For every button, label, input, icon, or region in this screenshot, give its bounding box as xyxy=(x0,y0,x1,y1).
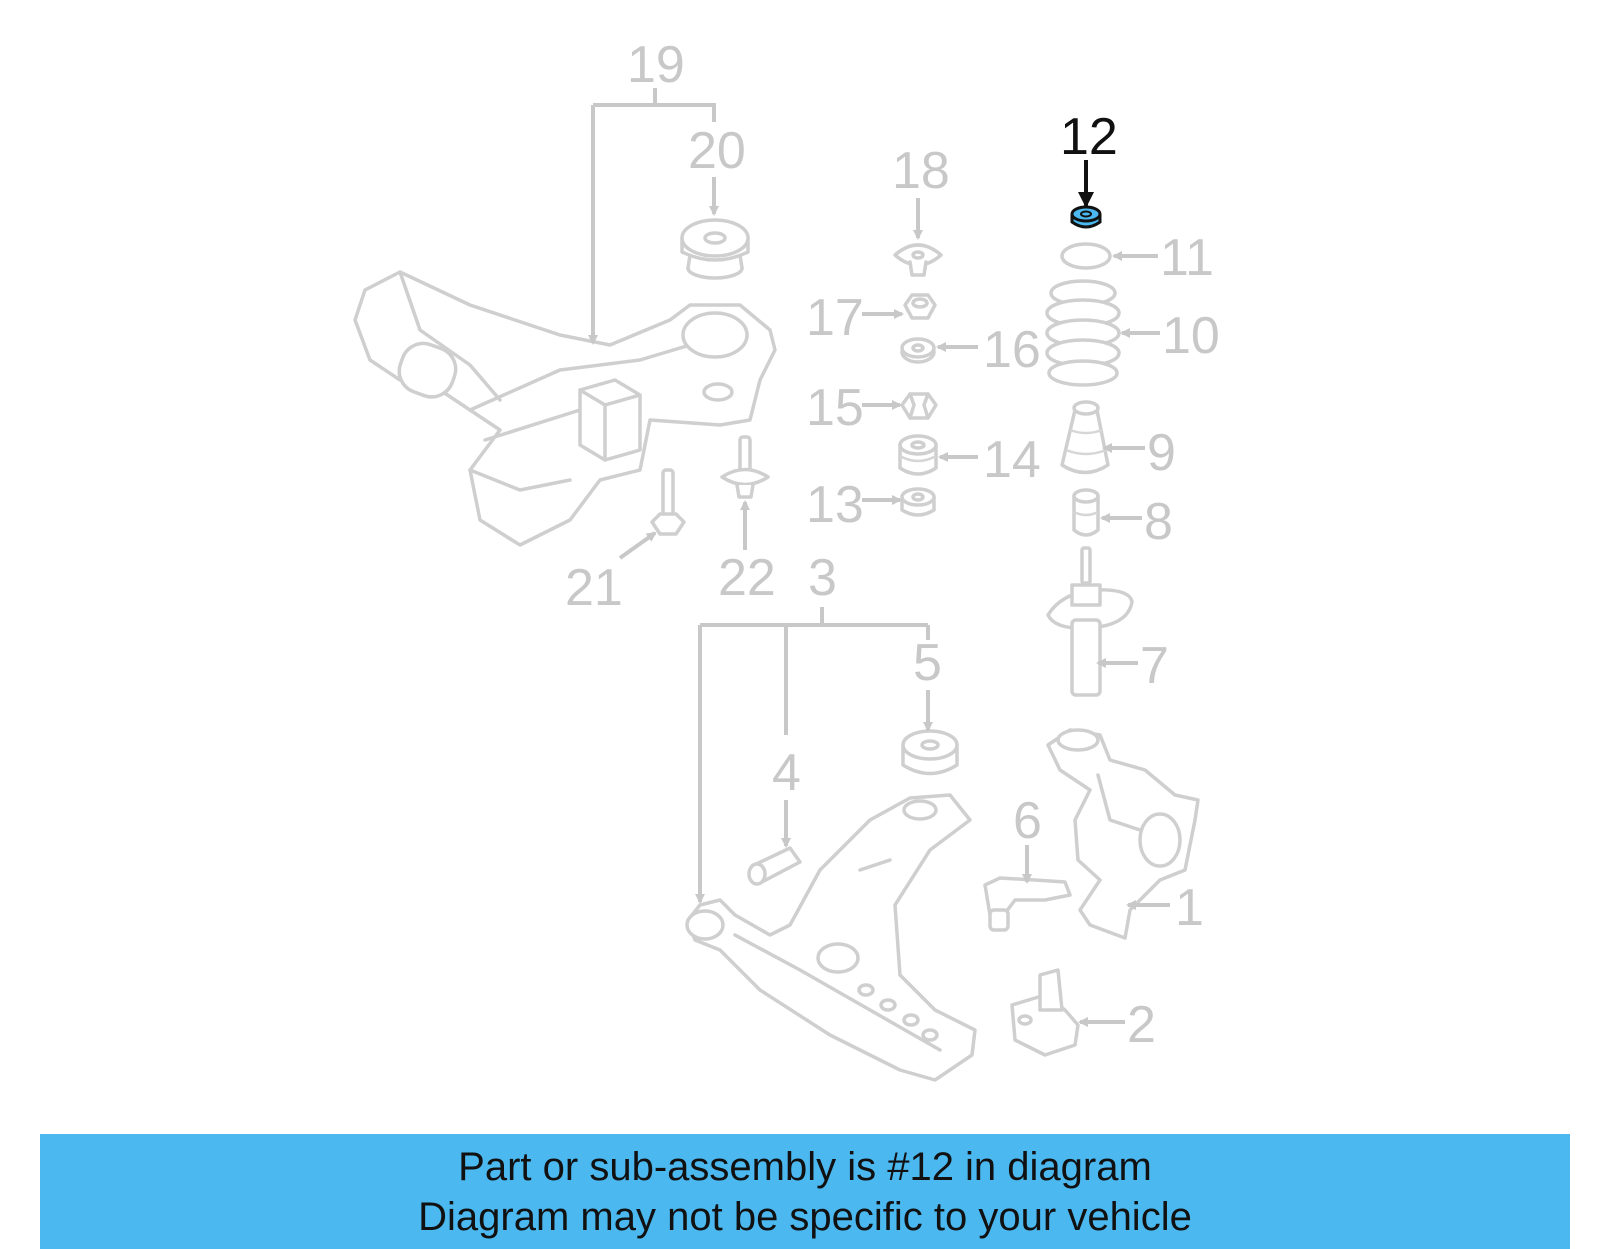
leader-lines xyxy=(588,88,1170,1027)
callout-13: 13 xyxy=(806,476,864,534)
callout-21: 21 xyxy=(565,559,623,617)
washer-part xyxy=(893,243,943,277)
callout-11: 11 xyxy=(1160,229,1214,287)
banner-line-disclaimer: Diagram may not be specific to your vehi… xyxy=(418,1195,1192,1239)
coil-spring-part xyxy=(1045,279,1121,387)
callout-4: 4 xyxy=(772,744,801,802)
subframe-part xyxy=(353,270,777,547)
bolt-21-part xyxy=(650,468,686,536)
callout-3: 3 xyxy=(808,549,837,607)
callout-1: 1 xyxy=(1175,879,1204,937)
callout-22: 22 xyxy=(718,549,776,607)
callout-6: 6 xyxy=(1013,792,1042,850)
callout-9: 9 xyxy=(1147,424,1176,482)
tie-rod-end-part xyxy=(983,876,1072,932)
banner-line-part-number: Part or sub-assembly is #12 in diagram xyxy=(458,1145,1152,1189)
callout-18: 18 xyxy=(892,142,950,200)
callout-labels: 19 20 18 12 11 17 10 16 15 9 14 13 8 22 … xyxy=(565,36,1220,1054)
o-ring-part xyxy=(1060,242,1112,270)
pin-part xyxy=(747,846,802,886)
bump-stop-part xyxy=(1072,488,1100,537)
caption-banner: Part or sub-assembly is #12 in diagram D… xyxy=(40,1134,1570,1249)
steering-knuckle-part xyxy=(1046,728,1200,940)
bushing-14-part xyxy=(898,434,938,476)
callout-14: 14 xyxy=(983,431,1041,489)
callout-16: 16 xyxy=(983,321,1041,379)
control-arm-part xyxy=(685,793,977,1082)
ball-joint-part xyxy=(1010,968,1080,1057)
washer-16-part xyxy=(900,337,936,364)
callout-12-highlighted: 12 xyxy=(1060,108,1118,166)
callout-2: 2 xyxy=(1127,996,1156,1054)
strut-part xyxy=(1046,546,1134,697)
bump-stop-boot-part xyxy=(1060,400,1110,475)
strut-bushing-highlighted-part xyxy=(1070,205,1102,229)
nut-15-part xyxy=(900,392,938,420)
callout-15: 15 xyxy=(806,379,864,437)
callout-7: 7 xyxy=(1140,637,1169,695)
bolt-22-part xyxy=(720,435,770,499)
bushing-13-part xyxy=(900,487,936,517)
callout-5: 5 xyxy=(913,634,942,692)
callout-10: 10 xyxy=(1162,307,1220,365)
control-arm-bushing-part xyxy=(901,729,959,776)
callout-20: 20 xyxy=(688,122,746,180)
callout-17: 17 xyxy=(806,289,864,347)
subframe-mount-part xyxy=(680,218,750,280)
nut-17-part xyxy=(903,293,937,320)
callout-8: 8 xyxy=(1144,493,1173,551)
callout-19: 19 xyxy=(627,36,685,94)
